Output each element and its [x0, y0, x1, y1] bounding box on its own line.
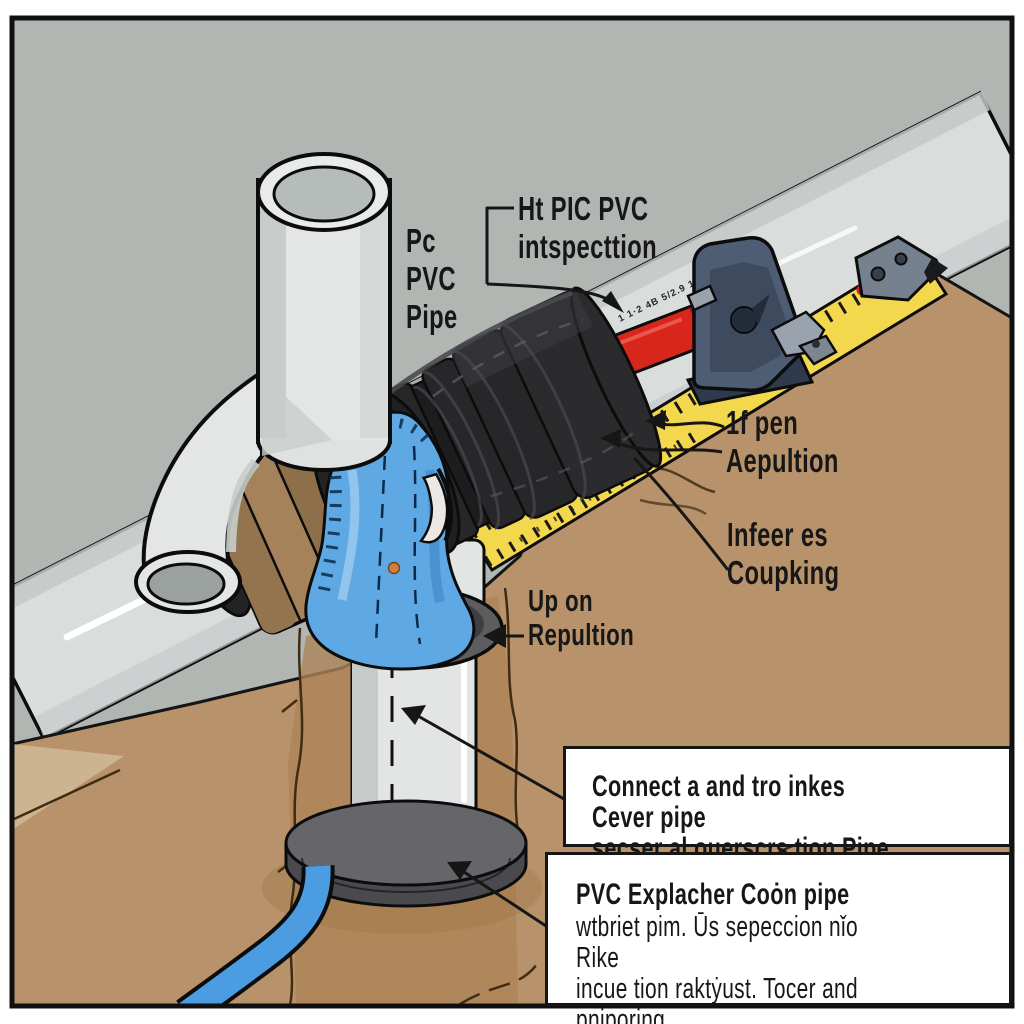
note-box-2: PVC Explacher Coȯn pipe wtbriet pim. Ūs … — [545, 852, 1012, 1024]
note2-title: PVC Explacher Coȯn pipe — [576, 878, 850, 911]
note1-text: Connect a and tro inkes Cever pipe secse… — [592, 770, 890, 865]
tape-end-hook — [854, 235, 948, 302]
pvc-trap-fitting — [134, 152, 392, 614]
label-inner-coupling: Infeer es Coupking — [727, 516, 840, 591]
water-pipe — [176, 865, 335, 1006]
leader-lines — [417, 206, 730, 928]
blue-liner-tape — [304, 410, 476, 671]
label-open-end: 1f pen Aepultion — [726, 404, 839, 479]
clamp-bracket — [685, 236, 838, 406]
arrowheads — [401, 291, 666, 880]
note-box-1: Connect a and tro inkes Cever pipe secse… — [563, 746, 1012, 864]
label-riser: Up on Repultion — [528, 583, 635, 652]
note2-body: wtbriet pim. Ūs sepeccion nǐo Rike incue… — [576, 911, 859, 1024]
label-pvc-pipe: Pc PVC Pipe — [406, 222, 458, 335]
label-inspection: Ht PIC PVC intspecttion — [518, 190, 657, 265]
